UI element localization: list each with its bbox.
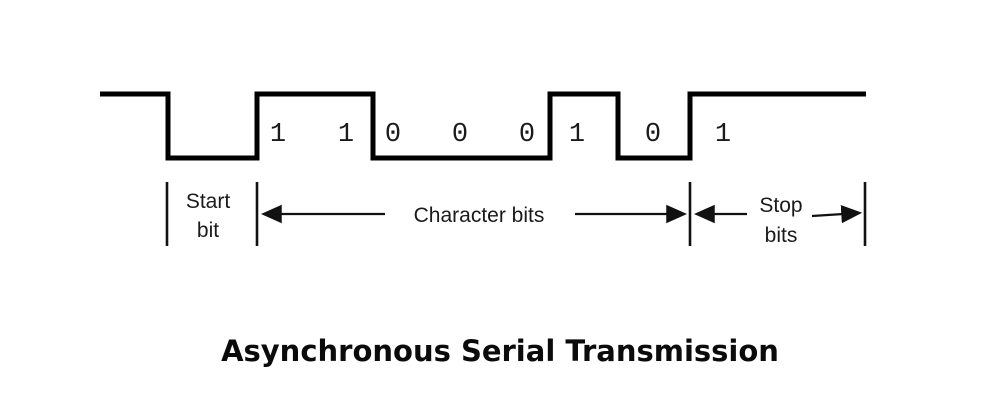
bit-value-2: 0 [385,120,401,150]
bit-value-4: 0 [519,120,535,150]
bit-value-7: 1 [715,120,731,150]
bit-value-6: 0 [645,120,661,150]
bit-value-5: 1 [569,120,585,150]
bit-value-1: 1 [338,120,354,150]
start-bit-label-line1: Start [186,190,231,213]
stop-bits-label-line2: bits [765,224,798,247]
stop-bits-label-line1: Stop [759,194,802,217]
start-bit-label-line2: bit [197,219,219,242]
bit-value-0: 1 [270,120,286,150]
bit-value-3: 0 [452,120,468,150]
waveform-trace [100,91,866,161]
character-bits-label: Character bits [414,204,545,227]
stop-bits-right-arrow [811,204,863,224]
diagram-title: Asynchronous Serial Transmission [221,334,779,368]
